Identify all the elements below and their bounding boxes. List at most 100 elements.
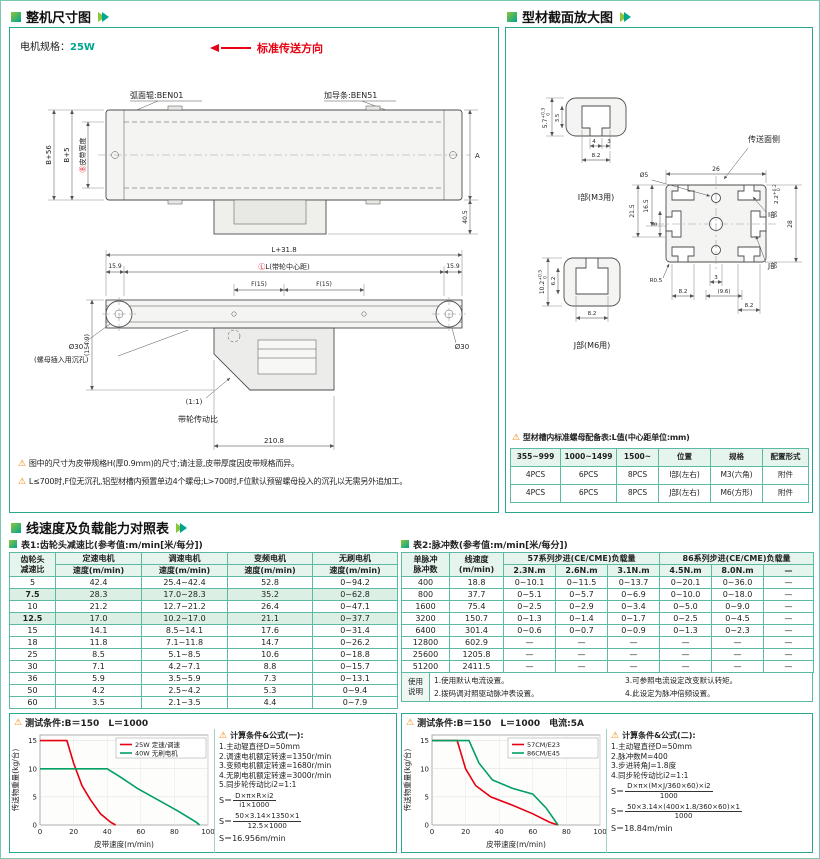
- dim-ratio-1-1: (1:1): [186, 398, 203, 406]
- dim-a: A: [475, 152, 480, 160]
- usage-notes-right: 3.可参照电流设定改变默认转矩。 4.此设定为脉冲倍频设置。: [621, 673, 812, 701]
- warning-icon: ⚠: [18, 477, 26, 487]
- table-subheader-row: 2.3N.m 2.6N.m 3.1N.m 4.5N.m 8.0N.m —: [402, 564, 815, 577]
- usage-note: 1.使用默认电流设置。: [434, 676, 509, 685]
- table-cell: 28.3: [55, 588, 142, 601]
- table-cell: 0~0.9: [606, 624, 661, 637]
- table-cell: 0~13.1: [312, 672, 398, 685]
- table-bullet-icon: [9, 540, 17, 548]
- table-cell: J部(左右): [658, 484, 711, 503]
- x-tick-label: 100: [593, 828, 606, 836]
- column-header-speed: 线速度(m/min): [449, 552, 504, 577]
- legend-label: 57CM/E23: [527, 741, 560, 749]
- table-cell: 14.1: [55, 624, 142, 637]
- column-header: 位置: [658, 448, 711, 467]
- column-header-ratio: 齿轮头减速比: [9, 552, 56, 577]
- table-cell: 8PCS: [616, 484, 659, 503]
- x-tick-label: 80: [170, 828, 179, 836]
- table-cell: 0~11.5: [555, 576, 608, 589]
- table-cell: 26.4: [227, 600, 313, 613]
- table-cell: —: [711, 636, 765, 649]
- dim-l-plus-31-8: L+31.8: [271, 246, 296, 254]
- calc-title: ⚠计算条件&公式(一):: [219, 730, 304, 741]
- x-tick-label: 20: [69, 828, 78, 836]
- table-cell: —: [763, 612, 815, 625]
- dim-dia30-left: Ø30: [69, 343, 83, 351]
- table-cell: 301.4: [449, 624, 504, 637]
- arrow-shaft: [221, 47, 251, 49]
- table-cell: 2.5~4.2: [141, 684, 228, 697]
- conveying-surface-label: 传送面侧: [748, 134, 780, 144]
- table-cell: 21.2: [55, 600, 142, 613]
- section-bullet-icon: [507, 11, 517, 22]
- table-cell: 0~4.5: [711, 612, 765, 625]
- dim-8-2-c: 8.2: [745, 303, 754, 309]
- chevron-right-icon: [176, 522, 188, 533]
- table-cell: 17.0~28.3: [141, 588, 228, 601]
- table-cell: 0~47.1: [312, 600, 398, 613]
- x-tick-label: 60: [528, 828, 537, 836]
- table-cell: 7.1: [55, 660, 142, 673]
- table1-title: 表1:齿轮头减速比(参考值:m/min[米/每分]): [9, 537, 397, 551]
- belt-width-mark: Ⓑ: [79, 166, 87, 173]
- table-cell: 10.2~17.0: [141, 612, 228, 625]
- dim-8-2-b: 8.2: [679, 289, 688, 295]
- table-cell: —: [659, 660, 713, 673]
- dim-pulley-center-distance: ⓁL(带轮中心距): [258, 262, 310, 271]
- table-cell: —: [555, 636, 608, 649]
- table-cell: 8PCS: [616, 466, 659, 485]
- table-cell: 3.5~5.9: [141, 672, 228, 685]
- table-cell: 0~94.2: [312, 576, 398, 589]
- table-cell: 8.5: [55, 648, 142, 661]
- warning-icon: ⚠: [219, 730, 228, 741]
- dim-8: 8: [653, 222, 659, 226]
- table-cell: —: [763, 600, 815, 613]
- table-cell: 4.2: [55, 684, 142, 697]
- table-cell: 12.5: [9, 612, 56, 625]
- series-line: [40, 739, 116, 826]
- j-detail-caption: J部(M6用): [573, 340, 611, 350]
- y-axis-label: 传送物重量(kg/台): [402, 749, 412, 812]
- column-header: 调速电机: [141, 552, 228, 565]
- table-cell: 5.3: [227, 684, 313, 697]
- dim-4: 4: [592, 139, 596, 145]
- table-cell: 6PCS: [560, 484, 617, 503]
- column-header: 规格: [710, 448, 763, 467]
- j-part-callout: J部: [767, 261, 777, 270]
- dim-15-9-left: 15.9: [108, 263, 122, 270]
- dim-21-5: 21.5: [629, 204, 636, 218]
- column-header: 无刷电机: [312, 552, 398, 565]
- warning-icon: ⚠: [14, 717, 23, 728]
- y-tick-label: 15: [420, 737, 429, 745]
- table-cell: 0~3.4: [606, 600, 661, 613]
- column-subheader: 速度(m/min): [141, 564, 228, 577]
- series-line: [432, 739, 559, 826]
- table-cell: 35.2: [227, 588, 313, 601]
- table-cell: —: [606, 636, 661, 649]
- table-cell: —: [606, 660, 661, 673]
- table-cell: 5: [9, 576, 56, 589]
- dim-40-5: 40.5: [462, 210, 469, 224]
- y-tick-label: 5: [425, 793, 429, 801]
- pulley-ratio-label: 带轮传动比: [178, 414, 218, 424]
- l-mark: Ⓛ: [258, 263, 265, 271]
- motor-spec: 电机规格：25W: [20, 38, 95, 53]
- calc-item: 2.调速电机额定转速=1350r/min: [219, 751, 332, 761]
- table-cell: 12800: [401, 636, 450, 649]
- conveyor-side-view: [102, 297, 466, 331]
- table-cell: 52.8: [227, 576, 313, 589]
- table-cell: 25: [9, 648, 56, 661]
- i-slot-detail-view: [565, 97, 627, 137]
- dim-dia30-right: Ø30: [455, 343, 469, 351]
- y-tick-label: 0: [425, 822, 429, 830]
